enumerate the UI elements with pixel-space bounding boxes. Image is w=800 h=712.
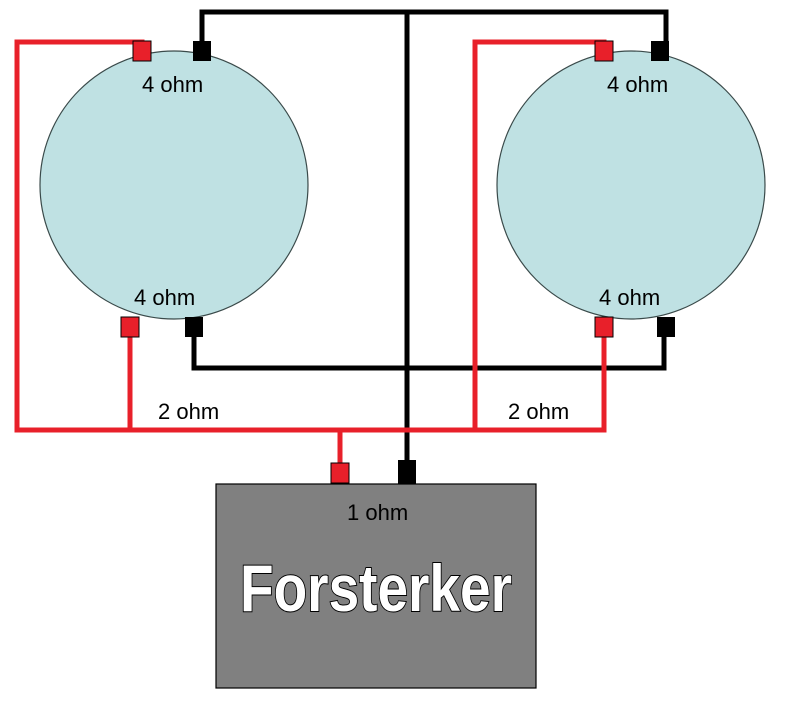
right-bottom-coil-label: 4 ohm [599, 285, 660, 310]
left-top-coil-label: 4 ohm [142, 72, 203, 97]
negative-bottom-bus [191, 330, 667, 371]
left-speaker [39, 50, 309, 320]
amplifier-positive-terminal [330, 462, 350, 484]
left-top-negative-terminal [193, 41, 211, 61]
left-pair-label: 2 ohm [158, 399, 219, 424]
amplifier-box [215, 483, 537, 689]
left-bottom-positive-terminal [120, 316, 140, 338]
left-bottom-coil-label: 4 ohm [134, 285, 195, 310]
left-top-positive-terminal [132, 40, 152, 62]
right-bottom-positive-terminal [594, 316, 614, 338]
negative-top-bus [199, 9, 669, 48]
amplifier-impedance-label: 1 ohm [347, 500, 408, 525]
left-bottom-negative-terminal [185, 317, 203, 337]
right-speaker [496, 50, 766, 320]
amplifier-title: Forsterker [240, 551, 512, 625]
negative-wiring [191, 9, 669, 468]
right-bottom-negative-terminal [657, 317, 675, 337]
right-top-coil-label: 4 ohm [607, 72, 668, 97]
right-pair-label: 2 ohm [508, 399, 569, 424]
right-top-positive-terminal [594, 40, 614, 62]
amplifier-negative-terminal [398, 460, 416, 484]
right-top-negative-terminal [651, 41, 669, 61]
